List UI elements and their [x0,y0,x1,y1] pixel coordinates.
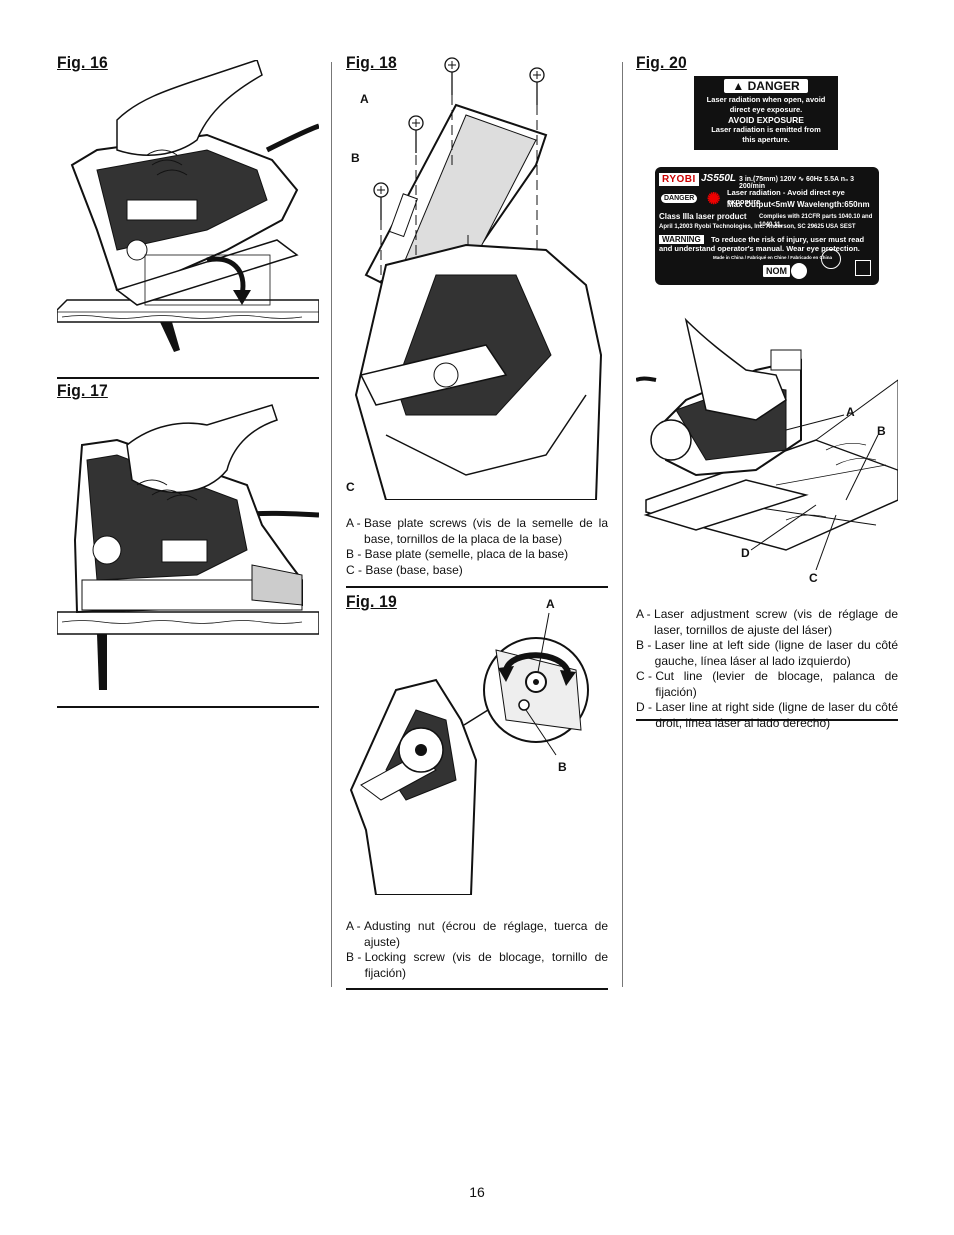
page-number: 16 [469,1184,485,1200]
nom-mark: NOM [763,265,790,277]
danger-label-heading: DANGER [747,79,800,93]
fig18-legend-item-b: B - Base plate (semelle, placa de la bas… [346,547,569,561]
fig16-illustration [57,60,319,352]
model-number: JS550L [701,173,737,184]
fig20-legend: A - Laser adjustment screw (vis de régla… [636,607,898,731]
warning-triangle-icon: ▲ [732,79,745,93]
fig20-illustration [636,317,898,570]
reduce-risk-text: To reduce the risk of injury, user must … [659,235,865,253]
fig20-label-a: A [846,405,855,419]
fig18-legend-item-a: A - Base plate screws (vis de la semelle… [346,516,608,546]
fig20-legend-item-b: B - Laser line at left side (ligne de la… [636,638,898,668]
square-mark-icon [855,260,871,276]
fig18-label-a: A [360,92,369,106]
fig19-legend: A - Adusting nut (écrou de réglage, tuer… [346,919,608,981]
column-separator-1 [331,62,332,987]
column-separator-2 [622,62,623,987]
fig18-label-b: B [351,151,360,165]
fig18-bottom-rule [346,586,608,588]
fig19-legend-item-a: A - Adusting nut (écrou de réglage, tuer… [346,919,608,949]
fig18-title: Fig. 18 [346,53,397,72]
fig20-legend-item-d: D - Laser line at right side (ligne de l… [636,700,898,730]
fig17-title: Fig. 17 [57,381,108,400]
fig16-title: Fig. 16 [57,53,108,72]
compliance-text: Complies with 21CFR parts 1040.10 and 10… [759,214,873,228]
laser-starburst-icon: ✺ [707,191,721,208]
fig19-title: Fig. 19 [346,592,397,611]
danger-label-line: direct eye exposure. [729,105,803,114]
fig18-legend-item-c: C - Base (base, base) [346,562,463,577]
fig18-label-c: C [346,480,355,494]
certification-mark-icon [791,263,807,279]
laser-class-text: Class IIIa laser product [659,212,747,221]
laser-warning-text: Laser radiation - Avoid direct eye expos… [727,188,845,206]
fig20-label-b: B [877,424,886,438]
fig20-label-d: D [741,546,750,560]
fig17-illustration [57,404,319,690]
fig19-label-a: A [546,597,555,611]
manufacturer-date-text: April 1,2003 Ryobi Technologies, Inc. An… [659,224,856,230]
fig19-illustration [349,612,589,895]
danger-label-line: this aperture. [742,135,790,144]
fig17-bottom-rule [57,706,319,708]
fig19-bottom-rule [346,988,608,990]
fig16-bottom-rule [57,377,319,379]
danger-label-line: AVOID EXPOSURE [728,115,804,125]
fig20-bottom-rule [636,719,898,721]
danger-label-line: Laser radiation when open, avoid [706,95,826,104]
product-rating-label: RYOBI JS550L 3 in.(75mm) 120V ∿ 60Hz 5.5… [655,167,879,285]
fig19-label-b: B [558,760,567,774]
electrical-spec: 3 in.(75mm) 120V ∿ 60Hz 5.5A n₀ 3 200/mi… [739,176,854,190]
fig18-illustration [354,57,603,500]
fig20-label-c: C [809,571,818,585]
danger-label: ▲ DANGER Laser radiation when open, avoi… [694,76,838,150]
danger-tag: DANGER [661,194,698,203]
ryobi-logo: RYOBI [659,173,699,186]
fig20-title: Fig. 20 [636,53,687,72]
max-output-text: Max Output<5mW Wavelength:650nm [727,200,870,209]
ul-listed-mark-icon [821,249,841,269]
made-in-text: Made in China / Fabriqué en Chine / Fabr… [713,255,833,260]
warning-tag: WARNING [659,235,704,244]
fig20-legend-item-c: C - Cut line (levier de blocage, palanca… [636,669,898,699]
danger-label-line: Laser radiation is emitted from [711,125,821,134]
fig18-legend: A - Base plate screws (vis de la semelle… [346,516,608,578]
fig20-legend-item-a: A - Laser adjustment screw (vis de régla… [636,607,898,637]
fig19-legend-item-b: B - Locking screw (vis de blocage, torni… [346,950,608,980]
